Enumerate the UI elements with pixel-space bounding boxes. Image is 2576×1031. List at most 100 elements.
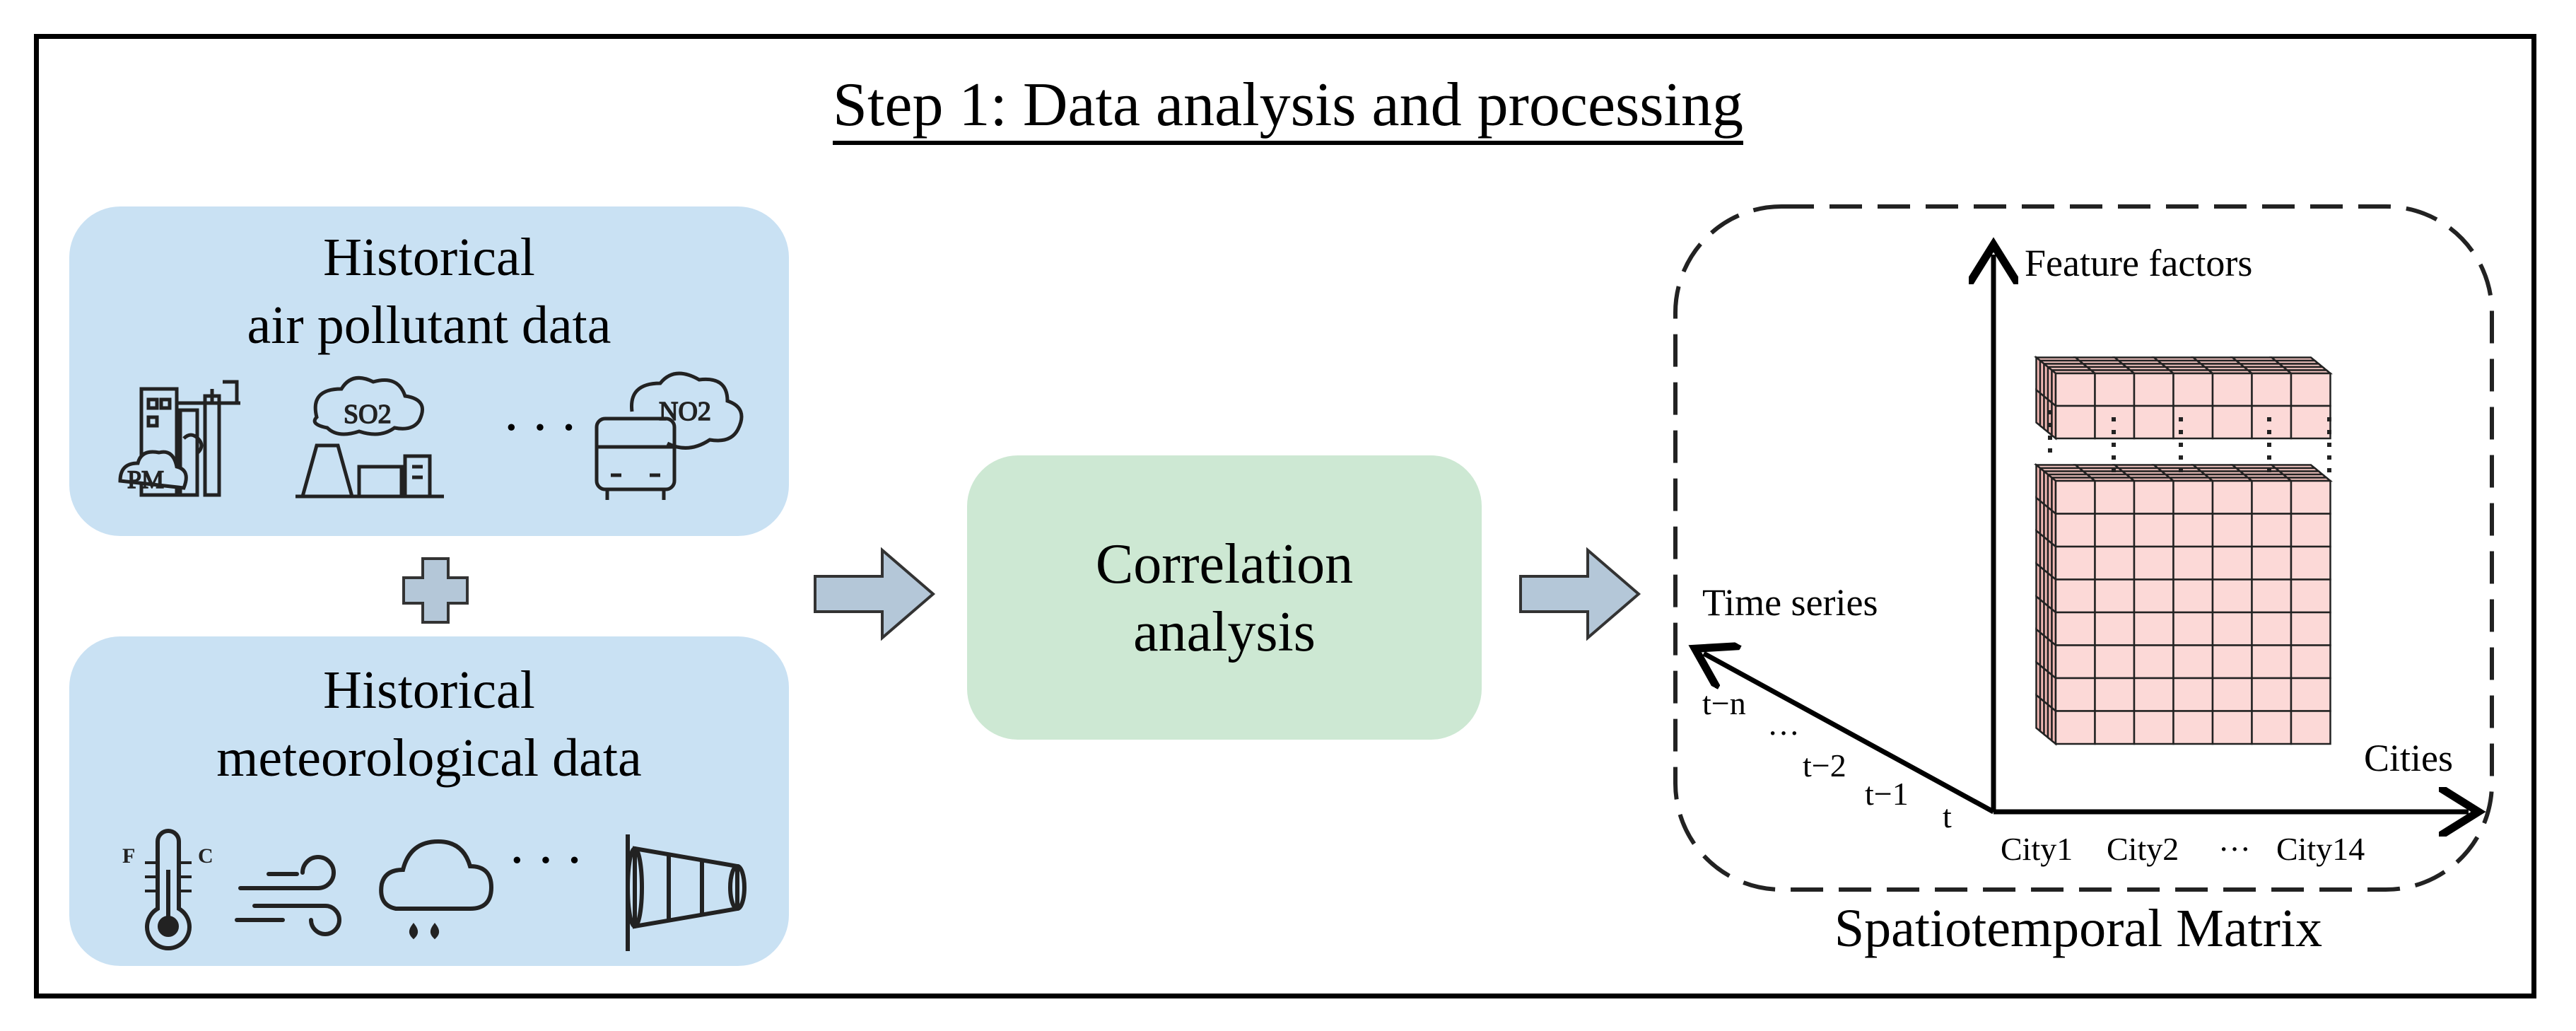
cube-lower-front-cell — [2054, 611, 2096, 646]
cube-lower-front-cell — [2290, 479, 2331, 515]
cube-lower-front-cell — [2133, 578, 2174, 614]
cube-lower-front-cell — [2094, 513, 2136, 548]
cube-lower-front-cell — [2054, 479, 2096, 515]
cube-lower-front-cell — [2133, 513, 2174, 548]
cube-lower-front-cell — [2211, 545, 2253, 581]
cube-upper-front-cell — [2133, 372, 2174, 407]
thermometer-icon: F C — [122, 829, 213, 950]
cube-lower-front-cell — [2251, 578, 2293, 614]
cube-lower-front-cell — [2211, 677, 2253, 712]
time-tick-label: ··· — [1767, 715, 1800, 751]
cube-lower-front-cell — [2211, 479, 2253, 515]
time-tick-label: t−n — [1702, 685, 1746, 721]
cube-upper-front-cell — [2290, 404, 2331, 440]
cube-lower-front-cell — [2172, 710, 2214, 745]
bus-no2-icon: NO2 — [595, 371, 744, 500]
cube-upper-front-cell — [2054, 404, 2096, 440]
page-title: Step 1: Data analysis and processing — [0, 69, 2576, 145]
cube-lower-front-cell — [2054, 545, 2096, 581]
cube-upper-front-cell — [2290, 372, 2331, 407]
cube-lower-front-cell — [2251, 513, 2293, 548]
cube-upper-front-cell — [2133, 404, 2174, 440]
cube-lower-front-cell — [2290, 545, 2331, 581]
cube-lower-front-cell — [2172, 644, 2214, 680]
city-tick-label: City14 — [2276, 831, 2365, 867]
axis-z-label: Feature factors — [2025, 242, 2252, 284]
cube-upper-front-cell — [2094, 372, 2136, 407]
cube-lower-front-cell — [2172, 578, 2214, 614]
cube-lower-front-cell — [2054, 644, 2096, 680]
cube-lower-front-cell — [2172, 513, 2214, 548]
cube-lower-front-cell — [2133, 611, 2174, 646]
time-axis — [1704, 653, 1995, 815]
cube-lower-front-cell — [2290, 710, 2331, 745]
cube-lower-front-cell — [2094, 545, 2136, 581]
cube-lower — [2033, 462, 2334, 746]
cube-lower-front-cell — [2290, 644, 2331, 680]
cube-upper-front-cell — [2251, 372, 2293, 407]
cube-lower-front-cell — [2290, 611, 2331, 646]
cube-lower-front-cell — [2054, 578, 2096, 614]
cube-lower-front-cell — [2172, 479, 2214, 515]
cube-lower-front-cell — [2251, 677, 2293, 712]
cube-lower-front-cell — [2172, 611, 2214, 646]
cube-lower-front-cell — [2251, 710, 2293, 745]
pollutant-title-line1: Historical — [323, 228, 535, 287]
cube-connectors — [2048, 410, 2331, 477]
axis-x-label: Cities — [2364, 737, 2453, 779]
pollutant-title-line2: air pollutant data — [247, 296, 611, 355]
correlation-line2: analysis — [1133, 601, 1316, 663]
cube-lower-front-cell — [2211, 644, 2253, 680]
cube-lower-front-cell — [2251, 644, 2293, 680]
axis-time-label: Time series — [1702, 581, 1878, 624]
pm-label: PM — [127, 465, 164, 494]
thermo-f-label: F — [122, 844, 135, 868]
rain-cloud-icon — [379, 839, 494, 940]
city-tick-label: ··· — [2218, 831, 2251, 867]
cube-lower-front-cell — [2054, 710, 2096, 745]
cube-lower-front-cell — [2211, 578, 2253, 614]
plus-icon — [402, 557, 469, 624]
pollutant-data-box: Historical air pollutant data PM SO2 ···… — [69, 206, 789, 536]
cube-lower-front-cell — [2172, 677, 2214, 712]
cube-lower-front-cell — [2251, 545, 2293, 581]
cube-lower-front-cell — [2094, 710, 2136, 745]
arrow-to-matrix — [1519, 547, 1641, 641]
spatiotemporal-matrix-panel: Feature factors Time series Cities t−n ··… — [1673, 204, 2494, 892]
city-tick-label: City1 — [2001, 831, 2073, 867]
cube-lower-front-cell — [2211, 611, 2253, 646]
cube-lower-front-cell — [2094, 677, 2136, 712]
city-tick-labels: City1 City2 ··· City14 — [2001, 831, 2365, 867]
time-tick-label: t — [1943, 798, 1952, 834]
arrow-to-correlation — [814, 547, 936, 641]
cube-lower-front-cell — [2054, 677, 2096, 712]
no2-label: NO2 — [659, 397, 711, 426]
cube-lower-front-cell — [2133, 710, 2174, 745]
correlation-analysis-box: Correlation analysis — [967, 455, 1482, 740]
cube-lower-front-cell — [2290, 677, 2331, 712]
city-tick-label: City2 — [2107, 831, 2179, 867]
cube-upper-front-cell — [2251, 404, 2293, 440]
cube-lower-front-cell — [2211, 513, 2253, 548]
correlation-line1: Correlation — [1095, 533, 1354, 595]
cube-lower-front-cell — [2054, 513, 2096, 548]
meteo-ellipsis: ··· — [508, 829, 594, 892]
cube-lower-front-cell — [2094, 578, 2136, 614]
power-plant-so2-icon: SO2 — [295, 375, 444, 499]
time-tick-labels: t−n ···t−2 t−1 t — [1702, 685, 1952, 834]
so2-label: SO2 — [344, 400, 392, 429]
meteorological-data-box: Historical meteorological data F C ··· — [69, 636, 789, 966]
cube-lower-front-cell — [2251, 611, 2293, 646]
cube-lower-front-cell — [2133, 545, 2174, 581]
cube-upper-front-cell — [2054, 372, 2096, 407]
factory-pm-icon: PM — [118, 380, 240, 497]
cube-upper-front-cell — [2211, 372, 2253, 407]
cube-lower-front-cell — [2133, 677, 2174, 712]
cube-lower-front-cell — [2133, 479, 2174, 515]
cube-lower-front-cell — [2251, 479, 2293, 515]
time-tick-label: t−1 — [1865, 776, 1909, 812]
cube-upper — [2033, 355, 2334, 441]
windsock-icon — [626, 834, 747, 951]
cube-lower-front-cell — [2290, 578, 2331, 614]
time-tick-label: t−2 — [1803, 747, 1846, 784]
